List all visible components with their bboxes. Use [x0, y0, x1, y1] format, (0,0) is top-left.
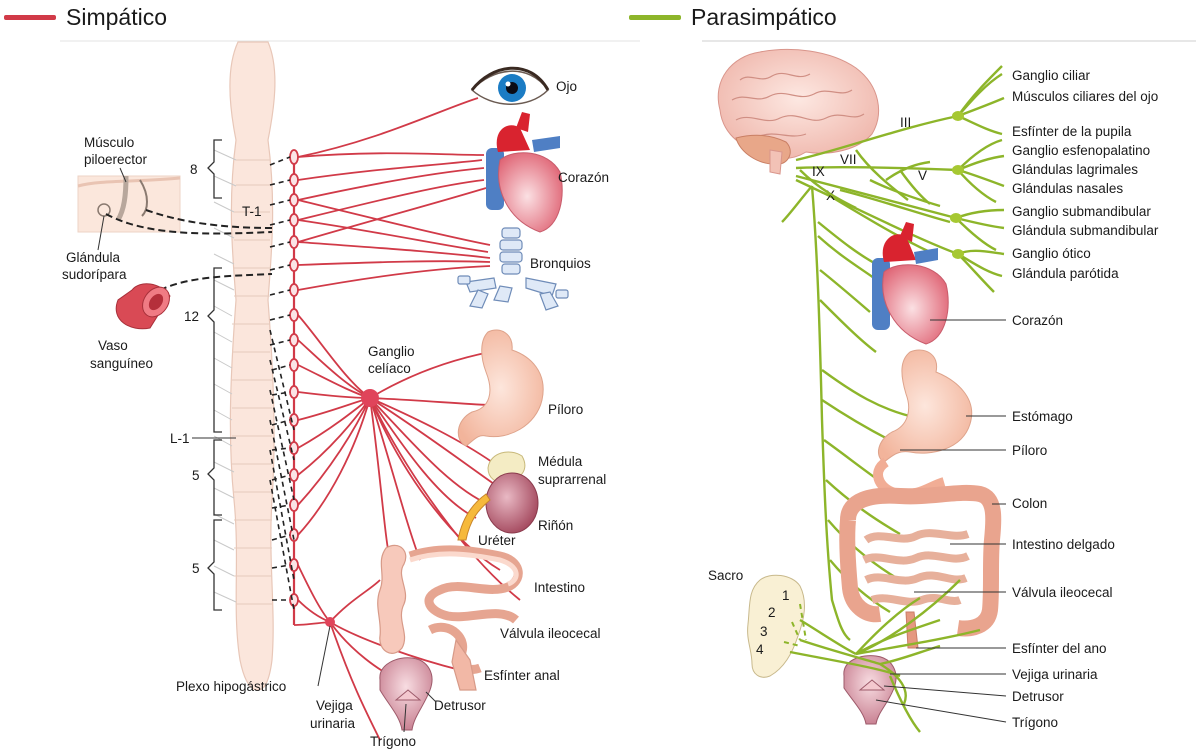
- nerve-v: V: [918, 168, 927, 183]
- sacrum-illustration: [748, 575, 805, 677]
- label-musculos-ciliares: Músculos ciliares del ojo: [1012, 89, 1158, 104]
- level-12: 12: [184, 309, 199, 324]
- label-piloro-left: Píloro: [548, 402, 583, 417]
- label-ganglio-esfenopalatino: Ganglio esfenopalatino: [1012, 143, 1150, 158]
- level-8: 8: [190, 162, 198, 177]
- label-intestino-delgado: Intestino delgado: [1012, 537, 1115, 552]
- label-piloro-right: Píloro: [1012, 443, 1047, 458]
- label-esfinter-anal: Esfínter anal: [484, 668, 560, 683]
- heart-illustration-right: [872, 222, 948, 344]
- label-ojo: Ojo: [556, 79, 577, 94]
- ganglio-celiaco-node: [361, 389, 379, 407]
- bladder-illustration-right: [844, 656, 896, 724]
- label-esfinter-pupila: Esfínter de la pupila: [1012, 124, 1132, 139]
- label-estomago: Estómago: [1012, 409, 1073, 424]
- label-colon: Colon: [1012, 496, 1047, 511]
- sacral-2: 2: [768, 605, 776, 620]
- label-detrusor-right: Detrusor: [1012, 689, 1064, 704]
- label-glandulas-nasales: Glándulas nasales: [1012, 181, 1123, 196]
- level-5a: 5: [192, 468, 200, 483]
- sacral-4: 4: [756, 642, 764, 657]
- nerve-vii: VII: [840, 152, 857, 167]
- label-trigono-right: Trígono: [1012, 715, 1058, 730]
- label-plexo-hipogastrico: Plexo hipogástrico: [176, 679, 286, 694]
- label-ureter: Uréter: [478, 533, 516, 548]
- label-valvula-ileocecal-right: Válvula ileocecal: [1012, 585, 1113, 600]
- label-glandula-parotida: Glándula parótida: [1012, 266, 1119, 281]
- label-trigono-left: Trígono: [370, 734, 416, 749]
- plexo-hipogastrico-node: [325, 617, 335, 627]
- label-valvula-ileocecal-left: Válvula ileocecal: [500, 626, 601, 641]
- sacral-1: 1: [782, 588, 790, 603]
- label-ganglio-otico: Ganglio ótico: [1012, 246, 1091, 261]
- label-glandula-submandibular: Glándula submandibular: [1012, 223, 1159, 238]
- level-l1: L-1: [170, 431, 190, 446]
- label-detrusor-left: Detrusor: [434, 698, 486, 713]
- nerve-iii: III: [900, 115, 911, 130]
- label-ganglio-submandibular: Ganglio submandibular: [1012, 204, 1151, 219]
- label-vejiga-urinaria-right: Vejiga urinaria: [1012, 667, 1098, 682]
- label-rinon: Riñón: [538, 518, 573, 533]
- label-esfinter-ano: Esfínter del ano: [1012, 641, 1107, 656]
- level-t1: T-1: [242, 204, 262, 219]
- stomach-illustration-right: [878, 350, 972, 494]
- intestine-illustration-right: [847, 493, 993, 648]
- label-ganglio-ciliar: Ganglio ciliar: [1012, 68, 1091, 83]
- label-glandulas-lagrimales: Glándulas lagrimales: [1012, 162, 1138, 177]
- label-intestino-left: Intestino: [534, 580, 585, 595]
- label-corazon-right: Corazón: [1012, 313, 1063, 328]
- level-5b: 5: [192, 561, 200, 576]
- label-sacro: Sacro: [708, 568, 743, 583]
- nerve-ix: IX: [812, 164, 825, 179]
- sacral-3: 3: [760, 624, 768, 639]
- label-corazon-left: Corazón: [558, 170, 609, 185]
- label-bronquios: Bronquios: [530, 256, 591, 271]
- cranial-ganglia: [950, 111, 964, 259]
